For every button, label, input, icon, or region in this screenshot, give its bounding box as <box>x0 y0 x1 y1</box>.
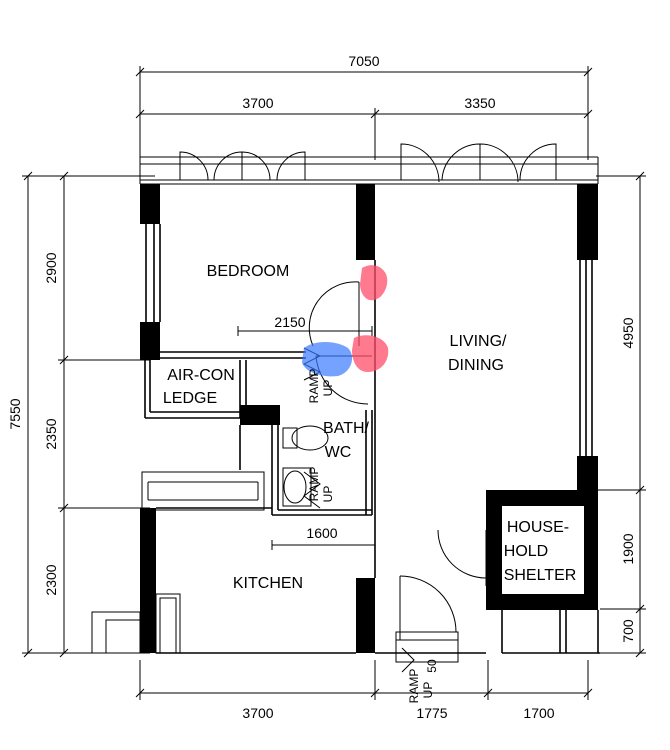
basin <box>283 470 307 504</box>
room-label-shelter: SHELTER <box>504 567 577 584</box>
highlight-marks <box>302 265 389 377</box>
top-facade <box>139 156 599 185</box>
ramp-label-1b: UP <box>321 380 335 397</box>
dim-left-total: 7550 <box>7 398 23 429</box>
dim-inner-corridor: 2150 <box>274 314 305 330</box>
dim-top-total: 7050 <box>348 53 379 69</box>
room-label-ledge: LEDGE <box>163 390 217 407</box>
room-label-living: LIVING/ <box>450 333 507 350</box>
ramp-label-3a: RAMP <box>407 669 421 704</box>
dim-bottom-2: 1775 <box>416 705 447 721</box>
room-label-wc: WC <box>325 444 352 461</box>
bath-fixtures <box>282 425 329 507</box>
ramp-label-1a: RAMP <box>307 369 321 404</box>
window-living <box>400 143 557 183</box>
dim-left-2: 2350 <box>43 418 59 449</box>
room-label-house: HOUSE- <box>507 519 569 536</box>
room-label-kitchen: KITCHEN <box>233 575 303 592</box>
dimension-labels: 7050 3700 3350 7550 2900 2350 2300 4950 … <box>7 53 636 721</box>
dim-left-3: 2300 <box>43 564 59 595</box>
toilet-bowl <box>291 425 329 451</box>
doors <box>308 281 487 663</box>
room-labels: BEDROOM LIVING/ DINING AIR-CON LEDGE BAT… <box>163 263 576 592</box>
partition-walls <box>144 224 600 654</box>
room-label-hold: HOLD <box>504 543 548 560</box>
window-bedroom <box>179 151 306 181</box>
ramp-label-2a: RAMP <box>307 467 321 502</box>
ramp-label-3c: 50 <box>425 659 439 673</box>
dim-right-2: 1900 <box>620 533 636 564</box>
room-label-aircon: AIR-CON <box>167 367 235 384</box>
toilet-tank <box>282 427 298 449</box>
ramp-labels: RAMP UP RAMP UP RAMP UP 50 <box>307 369 439 704</box>
dim-right-1: 4950 <box>620 317 636 348</box>
dim-right-3: 700 <box>620 619 636 643</box>
basin-counter <box>282 467 312 507</box>
room-label-bedroom: BEDROOM <box>207 263 290 280</box>
dim-top-right: 3350 <box>464 95 495 111</box>
dimension-lines <box>22 66 646 700</box>
structural-walls <box>140 184 598 653</box>
red-mark-lower <box>352 335 389 372</box>
room-label-dining: DINING <box>448 357 504 374</box>
kitchen-counter <box>91 471 265 654</box>
dim-left-1: 2900 <box>43 252 59 283</box>
dim-top-left: 3700 <box>242 95 273 111</box>
dim-bottom-1: 3700 <box>242 705 273 721</box>
blue-mark <box>302 342 353 377</box>
ramp-label-2b: UP <box>321 486 335 503</box>
ramp-label-3b: UP <box>421 682 435 699</box>
dim-bottom-3: 1700 <box>523 705 554 721</box>
red-mark-upper <box>360 265 388 301</box>
room-label-bath: BATH/ <box>323 420 369 437</box>
dim-inner-bath: 1600 <box>306 525 337 541</box>
